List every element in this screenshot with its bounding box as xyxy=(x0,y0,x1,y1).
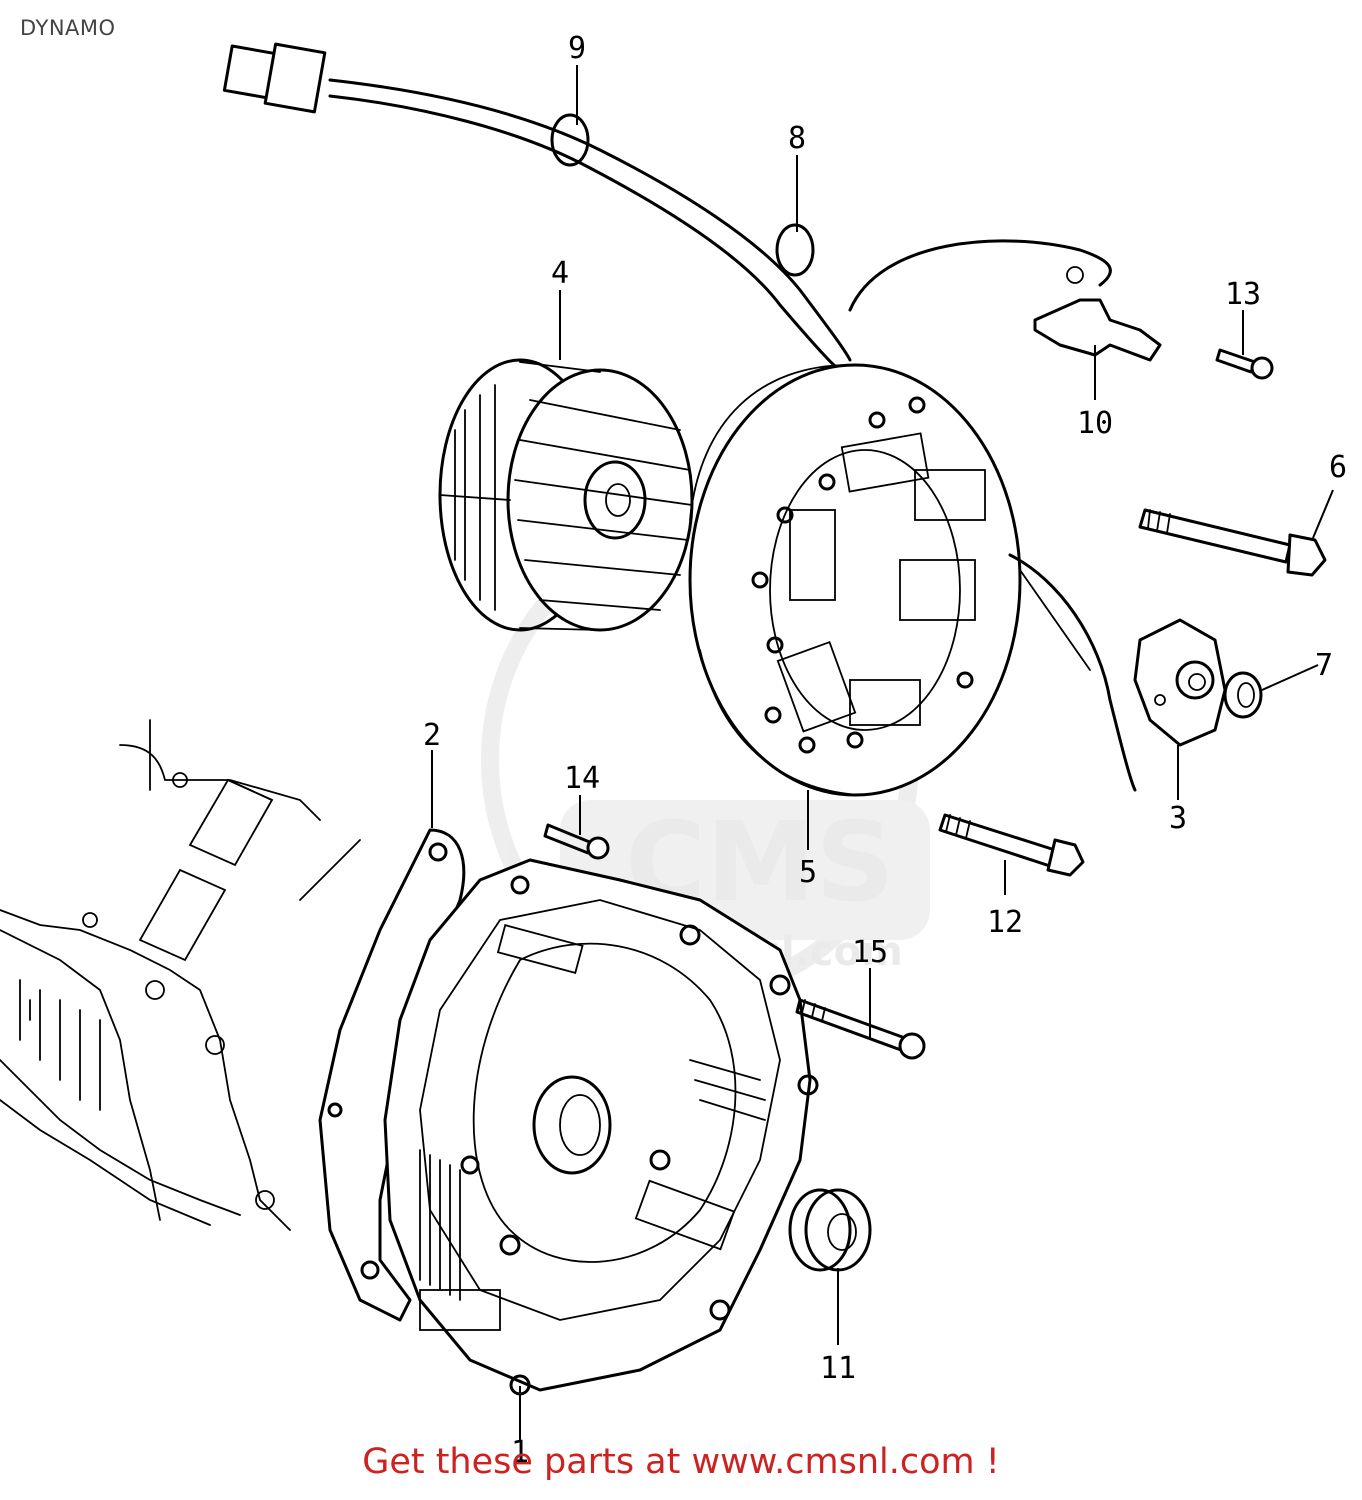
callout-11: 11 xyxy=(820,1351,856,1386)
callout-10: 10 xyxy=(1077,406,1113,441)
part-10-clip xyxy=(1033,266,1162,362)
part-3-point-base xyxy=(1133,618,1227,747)
callout-labels: 1 2 3 4 5 6 7 8 9 10 11 12 13 14 15 xyxy=(423,31,1347,1470)
callout-12: 12 xyxy=(987,905,1023,940)
part-4-rotor xyxy=(438,358,694,632)
callout-7: 7 xyxy=(1315,648,1333,683)
callout-14: 14 xyxy=(564,761,600,796)
callout-15: 15 xyxy=(852,935,888,970)
page-title: DYNAMO xyxy=(20,16,116,40)
callout-2: 2 xyxy=(423,718,441,753)
part-14-screw xyxy=(543,823,610,860)
callout-4: 4 xyxy=(551,256,569,291)
part-2-gasket xyxy=(318,828,466,1322)
callout-13: 13 xyxy=(1225,277,1261,312)
callout-6: 6 xyxy=(1329,450,1347,485)
part-9-wire-harness xyxy=(222,42,1137,792)
part-11-oil-seal xyxy=(788,1188,872,1272)
part-15-screw xyxy=(795,998,926,1060)
crankcase-outline xyxy=(0,719,361,1231)
part-12-bolt xyxy=(938,813,1085,877)
part-13-screw xyxy=(1215,348,1274,380)
part-1-dynamo-cover xyxy=(318,828,819,1396)
callout-1: 1 xyxy=(511,1435,529,1470)
callout-9: 9 xyxy=(568,31,586,66)
part-6-bolt xyxy=(1138,508,1327,577)
footer-parts-link[interactable]: Get these parts at www.cmsnl.com ! xyxy=(362,1442,1000,1482)
part-5-stator xyxy=(688,363,1022,797)
callout-3: 3 xyxy=(1169,801,1187,836)
part-7-washer xyxy=(1223,671,1263,719)
callout-5: 5 xyxy=(799,855,817,890)
callout-leaders xyxy=(431,65,1334,1440)
callout-8: 8 xyxy=(788,121,806,156)
